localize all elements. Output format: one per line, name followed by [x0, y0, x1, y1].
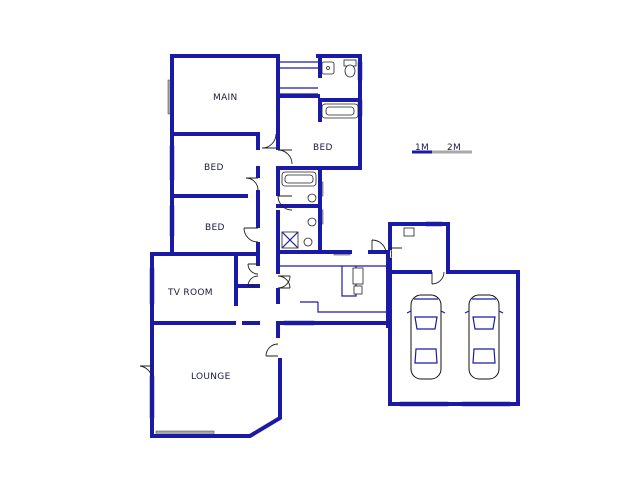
- door-arc-tv-1: [247, 263, 259, 275]
- door-arc-lounge-west: [139, 365, 153, 379]
- toilet-3-icon: [303, 237, 313, 247]
- geyser-icon: [403, 227, 415, 237]
- room-label-bed-3: BED: [205, 223, 225, 233]
- door-arc-bed2: [243, 227, 259, 243]
- doors: [139, 133, 445, 379]
- scale-2m-label: 2M: [447, 143, 461, 153]
- room-label-bed-2: BED: [204, 163, 224, 173]
- toilet-bowl-icon: [344, 64, 356, 78]
- door-arc-tv-2: [247, 275, 259, 287]
- door-arc-bath2: [277, 195, 293, 211]
- stove-icon: [353, 285, 363, 295]
- basin-2-icon: [307, 217, 317, 227]
- door-arc-main: [261, 133, 277, 149]
- scale-1m-label: 1M: [415, 143, 429, 153]
- bathtub-2-inner-icon: [284, 174, 314, 184]
- kitchen-sink-icon: [352, 267, 364, 285]
- door-arc-lounge: [265, 343, 279, 357]
- room-labels: MAIN BED BED BED TV ROOM LOUNGE: [167, 93, 333, 382]
- scale-bar: 1M 2M: [412, 143, 472, 154]
- room-label-main: MAIN: [213, 93, 238, 103]
- door-arc-bed1: [245, 177, 259, 191]
- bathtub-inner-icon: [325, 106, 355, 116]
- door-arc-passage-2: [277, 275, 291, 289]
- room-label-lounge: LOUNGE: [191, 372, 231, 382]
- car-2-icon: [464, 294, 504, 380]
- toilet-2-icon: [307, 193, 317, 203]
- room-label-bed-1: BED: [313, 143, 333, 153]
- door-arc-passage: [277, 275, 291, 289]
- room-label-tv-room: TV ROOM: [167, 288, 213, 298]
- thin-lines: [278, 61, 388, 313]
- door-arc-kitchen: [371, 239, 387, 253]
- car-1-icon: [406, 294, 446, 380]
- door-arc-garage: [431, 271, 445, 285]
- door-arc-bed-right: [277, 149, 293, 165]
- basin-drain-icon: [326, 66, 330, 70]
- fixtures: [281, 59, 415, 295]
- door-arc-store: [389, 247, 402, 261]
